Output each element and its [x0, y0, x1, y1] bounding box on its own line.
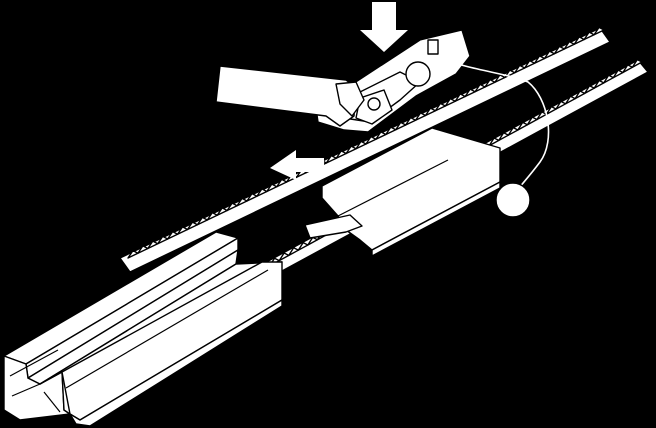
rack-tooth	[593, 26, 605, 36]
hand-pressing	[215, 65, 365, 127]
rack-tooth	[226, 202, 238, 212]
rack-tooth	[127, 249, 139, 259]
rack-tooth	[563, 40, 575, 50]
rack-tooth	[484, 78, 496, 88]
rack-tooth	[573, 36, 585, 45]
rack-tooth	[583, 31, 595, 41]
pull-knob	[495, 182, 531, 218]
rack-tooth	[523, 59, 536, 69]
rack-tooth	[553, 45, 566, 55]
rack-tooth	[593, 79, 605, 89]
rack-tooth	[622, 64, 634, 74]
rack-tooth	[574, 90, 586, 100]
rack-tooth	[404, 116, 417, 126]
rack-tooth	[157, 235, 169, 245]
rack-tooth	[246, 192, 258, 202]
rack-tooth	[434, 102, 447, 112]
carriage-block	[304, 127, 501, 257]
rack-tooth	[498, 132, 510, 142]
rack-tooth	[355, 140, 367, 150]
rack-tooth	[186, 221, 199, 231]
rack-tooth	[166, 230, 179, 240]
rack-tooth	[526, 116, 538, 126]
rack-tooth	[454, 93, 466, 102]
release-cord	[439, 57, 550, 193]
rack-tooth	[474, 83, 486, 93]
rack-tooth	[278, 252, 290, 262]
rack-tooth	[236, 197, 248, 207]
rack-tooth	[584, 85, 595, 95]
rack-teeth-upper	[127, 26, 605, 259]
rack-tooth	[288, 247, 300, 257]
rack-tooth	[137, 245, 149, 254]
rack-tooth	[385, 126, 397, 136]
rack-tooth	[507, 126, 519, 136]
rack-tooth	[206, 211, 218, 221]
rack-tooth	[276, 178, 288, 188]
rack-tooth	[545, 105, 557, 115]
rack-tooth	[266, 183, 278, 193]
rack-tooth	[147, 240, 159, 250]
rack-tooth	[375, 131, 387, 140]
rack-tooth	[444, 97, 456, 107]
toothed-rack-upper	[119, 26, 611, 273]
rack-tooth	[517, 121, 529, 131]
rack-tooth	[612, 69, 624, 79]
rack-tooth	[555, 100, 567, 110]
rack-tooth	[488, 137, 500, 147]
slide-direction-arrow	[270, 150, 324, 180]
rail-channel	[3, 231, 283, 427]
rack-tooth	[631, 58, 643, 68]
rack-tooth	[414, 112, 427, 121]
rack-tooth	[533, 55, 546, 64]
rack-tooth	[297, 241, 309, 251]
rack-tooth	[564, 95, 576, 105]
rack-tooth	[514, 64, 526, 74]
rack-tooth	[494, 74, 506, 83]
rack-tooth	[464, 88, 476, 98]
rack-tooth	[365, 135, 377, 145]
rack-tooth	[536, 111, 548, 121]
rack-tooth	[603, 74, 615, 84]
rack-tooth	[256, 188, 268, 197]
rack-tooth	[424, 107, 437, 117]
rack-tooth	[196, 216, 209, 226]
rack-tooth	[216, 207, 228, 216]
rack-tooth	[307, 236, 319, 246]
rack-tooth	[176, 226, 189, 235]
rack-tooth	[325, 154, 337, 164]
rack-tooth	[345, 145, 357, 155]
push-down-arrow	[360, 2, 408, 52]
rack-tooth	[395, 121, 407, 131]
rack-tooth	[543, 50, 556, 60]
rack-tooth	[335, 150, 347, 159]
